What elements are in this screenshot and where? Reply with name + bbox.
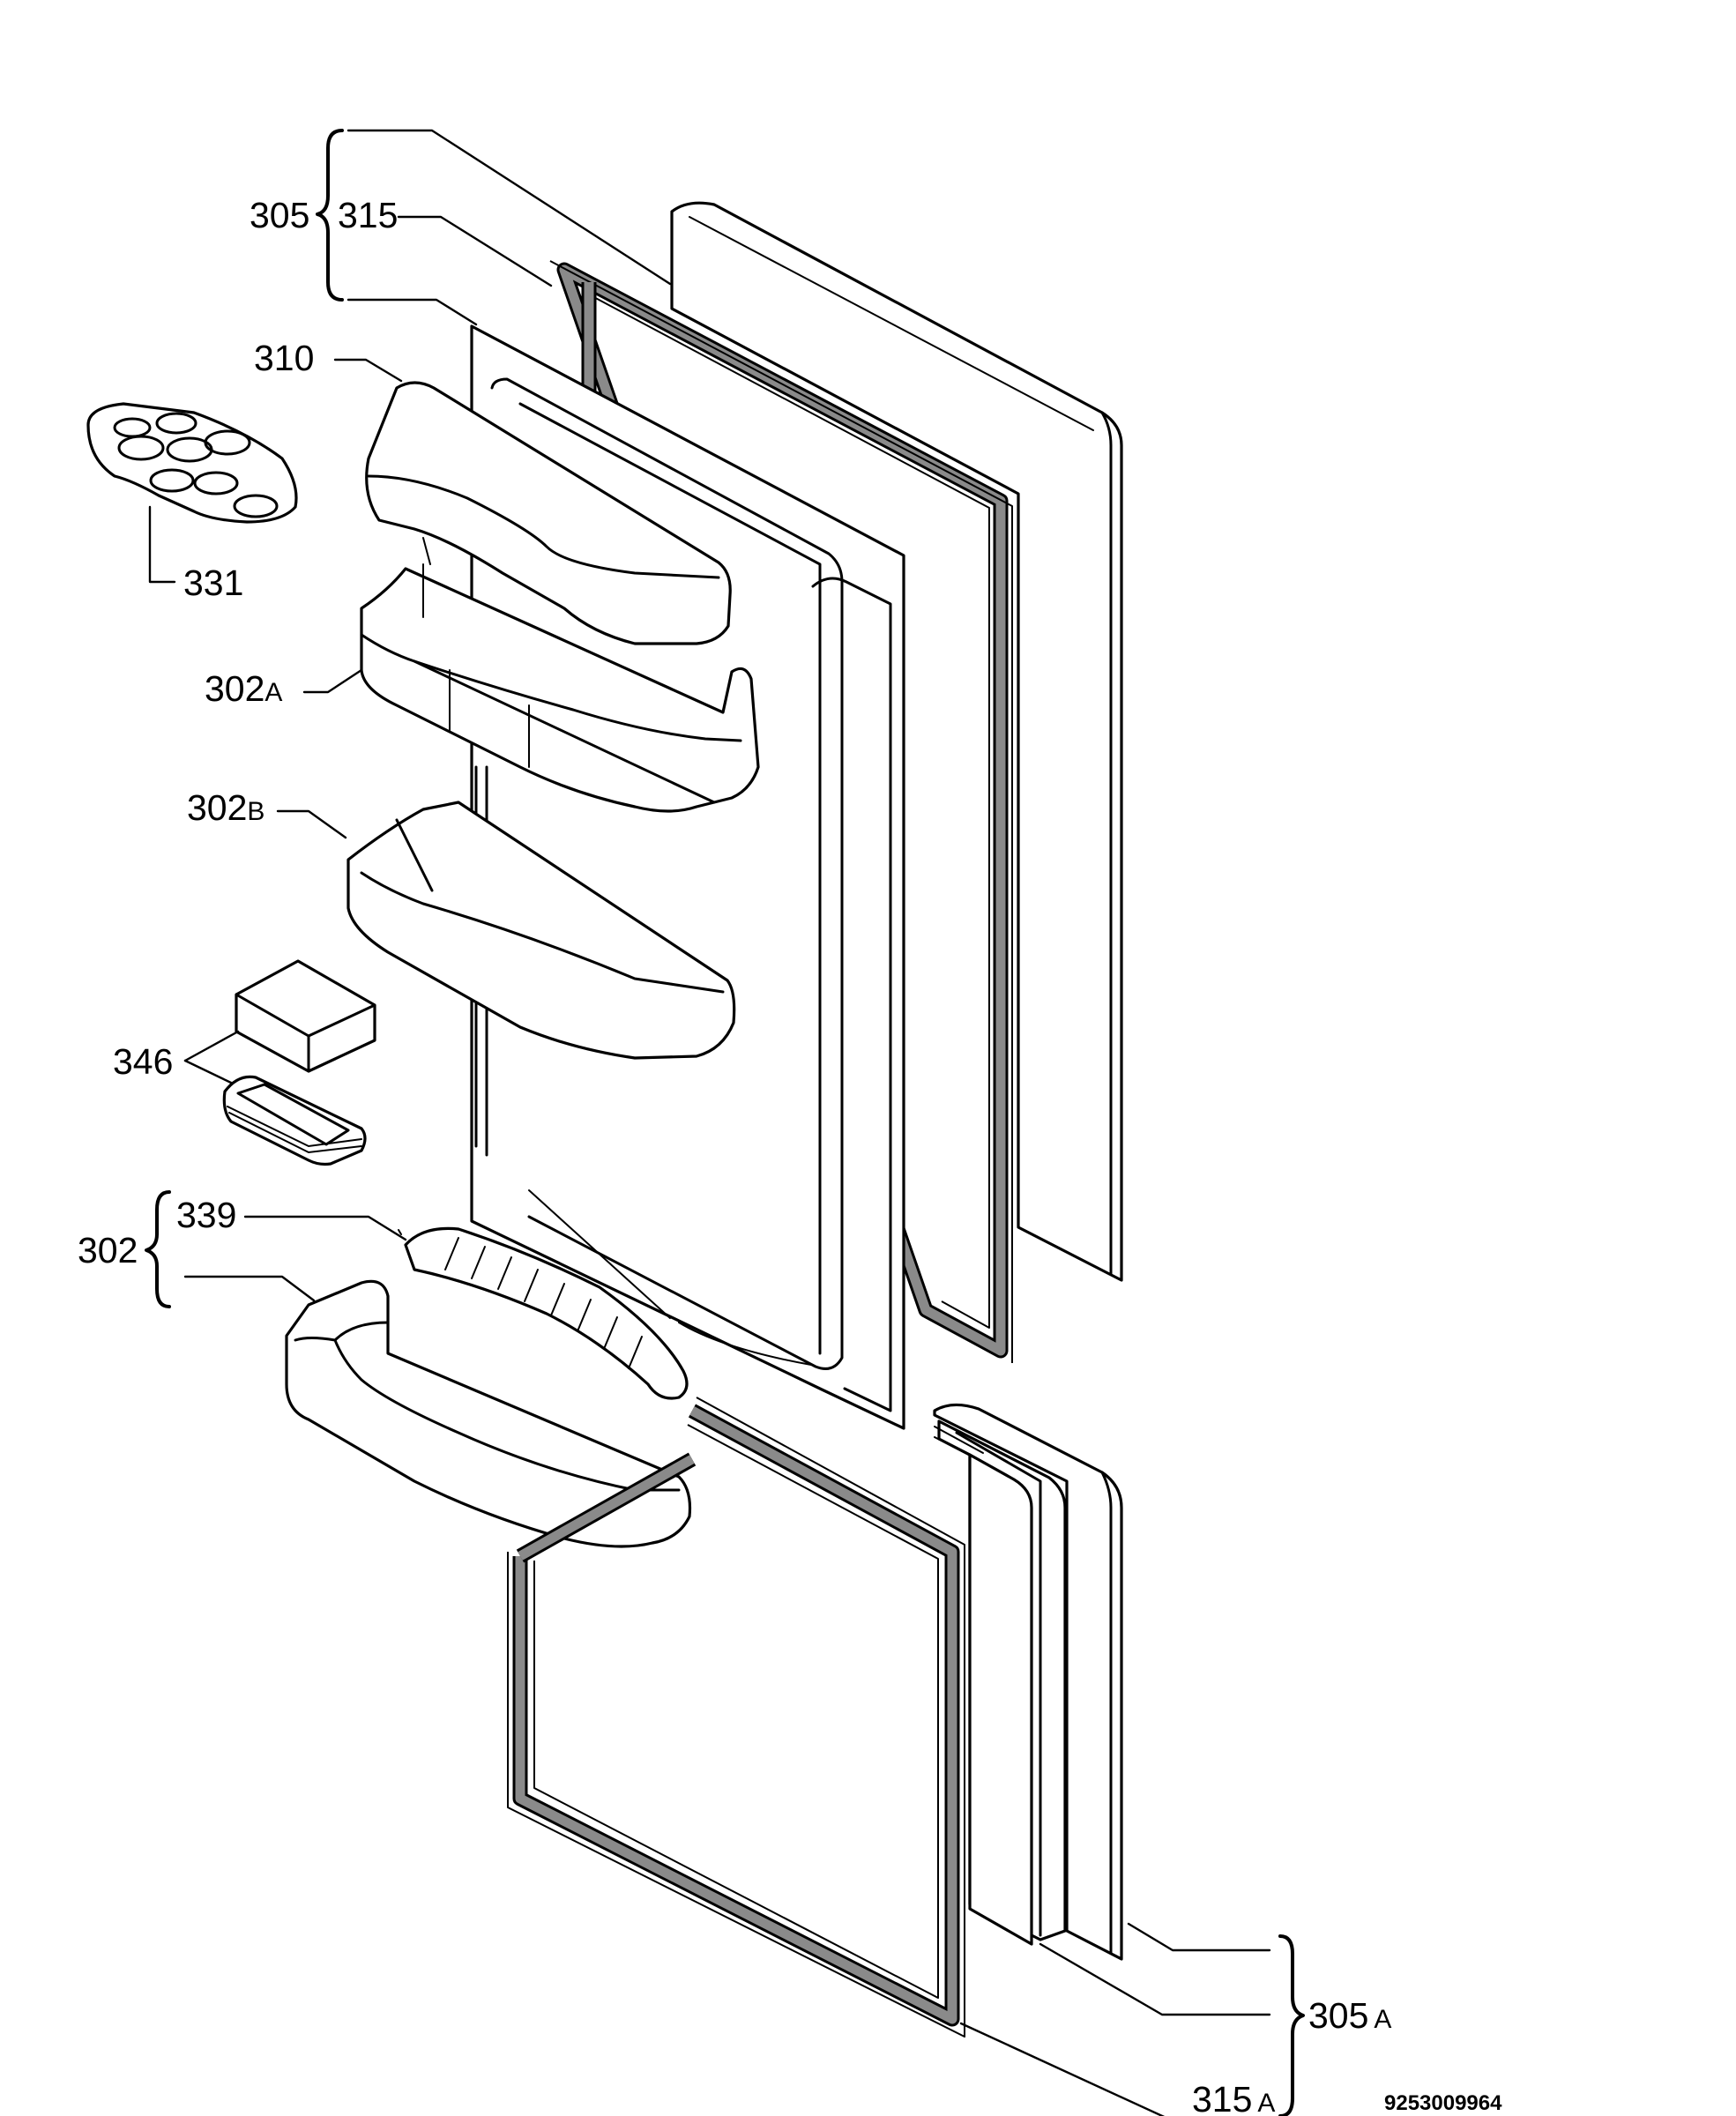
storage-box-346 — [222, 959, 376, 1166]
label-302a-number: 302 — [205, 668, 264, 709]
label-331: 331 — [183, 563, 243, 603]
label-315a-suffix: A — [1257, 2089, 1275, 2116]
label-339: 339 — [176, 1195, 236, 1235]
label-302b-suffix: B — [247, 797, 264, 826]
bottle-shelf-302 — [285, 1279, 692, 1548]
label-302a-suffix: A — [264, 678, 282, 707]
label-302b: 302B — [187, 787, 264, 828]
door-shelf-302b — [346, 801, 736, 1060]
label-305a-number: 305 — [1308, 1995, 1368, 2036]
lower-door-gasket — [507, 1397, 965, 2038]
part-labels: 305 315 310 331 302A 302B 346 339 302 30… — [78, 195, 1502, 2116]
label-302a: 302A — [205, 668, 282, 709]
label-315: 315 — [338, 195, 398, 235]
label-302: 302 — [78, 1230, 138, 1270]
upper-door-outer-panel — [670, 201, 1123, 1282]
lower-door-outer-panel — [933, 1403, 1123, 1961]
butter-compartment-lid — [365, 381, 732, 645]
label-302b-number: 302 — [187, 787, 247, 828]
label-305: 305 — [250, 195, 309, 235]
leader-lines — [148, 129, 1271, 2116]
label-305a-suffix: A — [1374, 2005, 1391, 2034]
label-315a-number: 315 — [1192, 2079, 1252, 2116]
document-number: 9253009964 — [1384, 2091, 1502, 2115]
label-346: 346 — [113, 1041, 173, 1082]
door-shelf-302a — [360, 563, 760, 813]
braces — [145, 129, 1305, 2116]
label-310: 310 — [254, 338, 314, 378]
dairy-shelf-cover-339 — [398, 1226, 689, 1400]
egg-tray — [86, 402, 298, 524]
